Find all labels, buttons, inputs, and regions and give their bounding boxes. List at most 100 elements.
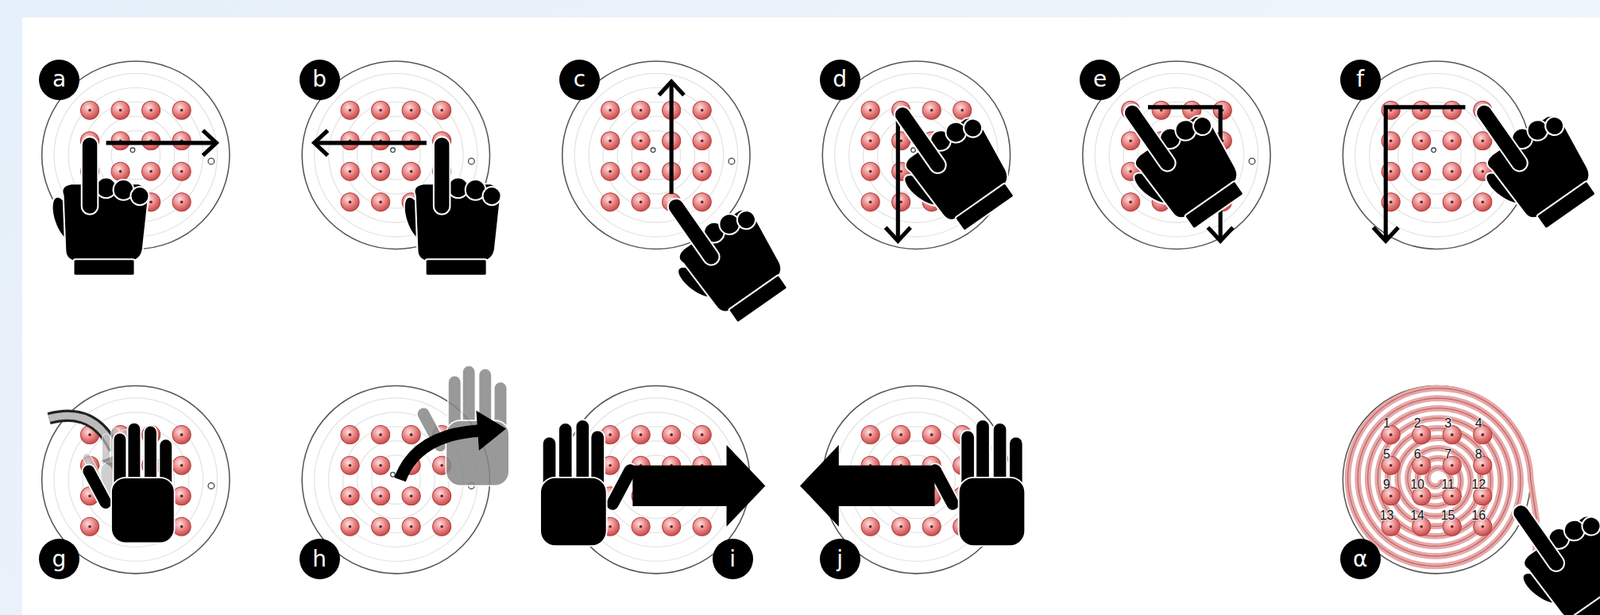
electrode-center	[899, 170, 903, 174]
electrode-center	[869, 200, 873, 205]
arrow-head	[886, 228, 909, 241]
pointing-hand	[47, 136, 150, 276]
electrode-dot	[432, 100, 452, 120]
electrode-center	[378, 525, 383, 529]
small-hole	[1248, 158, 1256, 165]
electrode-dot	[172, 162, 191, 181]
electrode-center	[700, 108, 704, 113]
electrode-dot	[142, 162, 161, 181]
index-finger	[664, 195, 723, 269]
arrow-head	[475, 408, 507, 451]
electrode-center	[1419, 139, 1423, 143]
electrode-center	[180, 463, 184, 468]
panel-badge: h	[299, 538, 341, 580]
pad-ring	[1383, 101, 1491, 209]
electrode-dot	[692, 162, 712, 181]
electrode-dot	[340, 193, 360, 212]
panel-letter: b	[312, 68, 327, 91]
electrode-center	[899, 139, 903, 143]
electrode-center	[440, 525, 444, 529]
arrow-head	[204, 131, 217, 155]
panel-letter: α	[1352, 548, 1368, 571]
cuff	[1572, 580, 1600, 615]
electrode-dot	[401, 162, 421, 181]
panel-letter: f	[1356, 68, 1365, 91]
electrode-center	[608, 463, 612, 468]
electrode-center	[378, 170, 383, 174]
electrode-center	[348, 108, 352, 113]
electrode-center	[1450, 200, 1454, 205]
electrode-center	[1389, 200, 1393, 205]
arrow-shaft	[1385, 107, 1465, 241]
pad-ring	[328, 87, 464, 223]
block-arrow	[800, 444, 936, 527]
small-hole	[130, 147, 136, 153]
electrode-dot	[1412, 100, 1431, 120]
electrode-center	[899, 200, 903, 205]
electrode-center	[869, 170, 873, 174]
electrode-dot	[601, 100, 620, 120]
pad-ring	[68, 87, 204, 223]
panel-letter: c	[573, 68, 586, 91]
electrode-center	[409, 170, 414, 174]
electrode-center	[409, 525, 414, 529]
electrode-center	[1480, 525, 1485, 529]
electrode-number: 15	[1441, 509, 1456, 522]
small-hole	[1431, 147, 1437, 153]
electrode-center	[88, 108, 92, 113]
electrode-dot	[601, 131, 620, 151]
electrode-center	[1450, 463, 1454, 468]
small-hole	[390, 471, 396, 477]
electrode-center	[700, 525, 704, 529]
electrode-number: 16	[1471, 509, 1486, 522]
open-hand	[540, 419, 640, 546]
electrode-dot	[142, 100, 161, 120]
panel-letter: e	[1093, 68, 1107, 91]
electrode-center	[930, 432, 934, 437]
electrode-dot	[861, 193, 880, 212]
electrode-center	[899, 525, 903, 529]
small-hole	[911, 147, 916, 153]
index-finger	[891, 103, 950, 177]
index-finger	[81, 136, 99, 215]
electrode-center	[149, 108, 153, 113]
electrode-dot	[861, 131, 880, 151]
electrode-dot	[631, 131, 650, 151]
electrode-dot	[953, 100, 972, 120]
electrode-center	[409, 494, 414, 498]
electrode-dot	[172, 100, 191, 120]
knuckle	[959, 115, 986, 141]
electrode-number: 2	[1414, 417, 1422, 430]
electrode-dot	[111, 162, 130, 181]
small-hole	[728, 158, 735, 165]
electrode-center	[1480, 200, 1485, 205]
knuckle	[1578, 513, 1600, 539]
small-hole	[390, 147, 396, 153]
electrode-number: 3	[1444, 417, 1452, 430]
electrode-center	[180, 525, 184, 529]
electrode-center	[1419, 200, 1423, 205]
electrode-dot	[340, 162, 360, 181]
panel-badge: c	[559, 59, 600, 101]
electrode-dot	[371, 456, 391, 475]
electrode-dot	[692, 517, 712, 536]
pad-ring	[602, 101, 710, 209]
electrode-center	[700, 139, 704, 143]
electrode-number: 11	[1441, 478, 1455, 491]
electrode-dot	[1442, 131, 1461, 151]
electrode-dot	[861, 100, 880, 120]
electrode-center	[440, 463, 444, 468]
electrode-center	[960, 108, 964, 113]
electrode-dot	[861, 517, 880, 536]
arrow-shaft	[106, 140, 217, 145]
electrode-center	[378, 494, 383, 498]
arrow-head	[660, 81, 683, 94]
electrode-center	[608, 170, 612, 174]
electrode-number: 4	[1475, 417, 1483, 430]
electrode-dot	[1412, 131, 1431, 151]
electrode-center	[1480, 139, 1485, 143]
electrode-center	[700, 200, 704, 205]
electrode-center	[608, 139, 612, 143]
electrode-center	[930, 525, 934, 529]
electrode-center	[348, 525, 352, 529]
